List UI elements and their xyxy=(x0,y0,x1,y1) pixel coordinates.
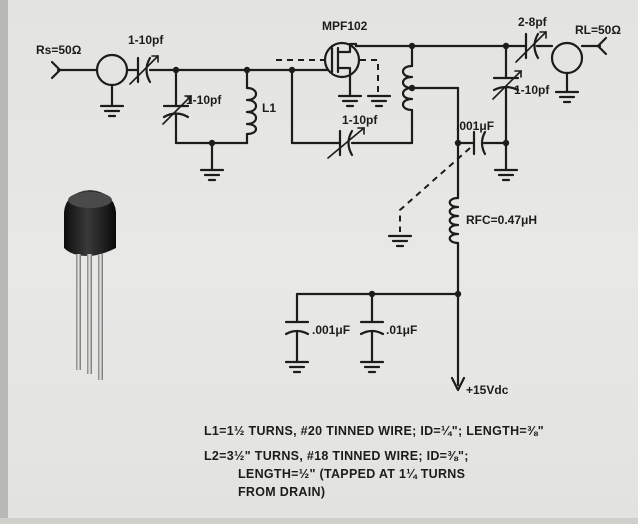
bypass-cap1-label: .001μF xyxy=(312,323,350,337)
input-coax-ground xyxy=(99,104,125,118)
source-ground xyxy=(337,78,363,108)
bypass-network xyxy=(284,290,460,374)
coupling-capacitor xyxy=(456,130,508,156)
input-connector xyxy=(50,53,140,108)
inductor-l1 xyxy=(245,68,258,145)
tuning-cap-label: 1-10pf xyxy=(514,83,550,97)
shunt-variable-capacitor xyxy=(162,68,192,145)
rl-label: RL=50Ω xyxy=(575,23,621,37)
page-bottom-edge xyxy=(0,518,638,524)
inductor-l2 xyxy=(401,44,460,145)
tuning-ground xyxy=(493,168,519,182)
fet-symbol xyxy=(323,41,361,82)
l1-spec-note: L1=1½ TURNS, #20 TINNED WIRE; ID=¼"; LEN… xyxy=(204,424,544,438)
transistor-package-picture xyxy=(64,190,116,380)
supply-arrow xyxy=(450,376,466,392)
tank-ground xyxy=(199,141,225,182)
coupling-cap-label: .001μF xyxy=(456,119,494,133)
output-variable-capacitor xyxy=(504,31,554,63)
feedback-path xyxy=(290,68,414,159)
rfc-choke xyxy=(448,196,460,387)
shield-dashed-lead xyxy=(276,59,392,108)
l2-spec-note-line3: FROM DRAIN) xyxy=(238,485,326,499)
rfc-shield-dashed xyxy=(387,147,471,248)
supply-label: +15Vdc xyxy=(466,383,509,397)
rs-label: Rs=50Ω xyxy=(36,43,82,57)
l2-spec-note-line1: L2=3½" TURNS, #18 TINNED WIRE; ID=⅜"; xyxy=(204,449,469,463)
input-cap-label: 1-10pf xyxy=(128,33,164,47)
l1-label: L1 xyxy=(262,101,276,115)
tuning-variable-capacitor xyxy=(492,44,522,172)
bypass-cap2-label: .01μF xyxy=(386,323,417,337)
page-left-edge xyxy=(0,0,8,524)
l2-spec-note-line2: LENGTH=½" (TAPPED AT 1¼ TURNS xyxy=(238,467,466,481)
output-connector xyxy=(550,36,608,104)
feedback-cap-label: 1-10pf xyxy=(342,113,378,127)
rfc-label: RFC=0.47μH xyxy=(466,213,537,227)
input-variable-capacitor xyxy=(129,55,330,85)
shunt-cap-label: 1-10pf xyxy=(186,93,222,107)
fet-label: MPF102 xyxy=(322,19,368,33)
junction xyxy=(502,139,510,147)
output-cap-label: 2-8pf xyxy=(518,15,548,29)
